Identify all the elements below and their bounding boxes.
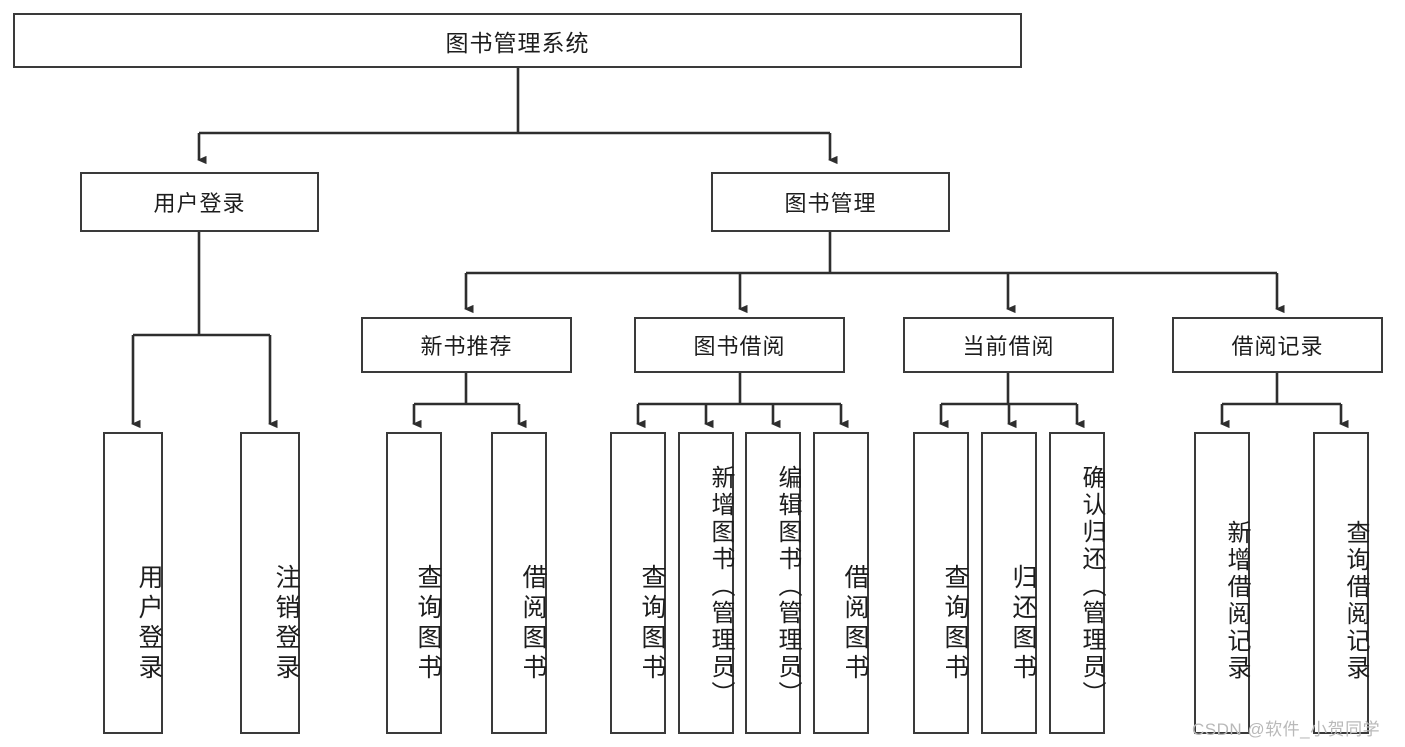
node-current-borrow[interactable]: 当前借阅 <box>903 317 1114 373</box>
leaf-new-book-borrow-books[interactable]: 借阅图书 <box>491 432 547 734</box>
leaf-book-borrow-add-book-admin[interactable]: 新增图书（管理员） <box>678 432 734 734</box>
leaf-book-borrow-edit-book-admin[interactable]: 编辑图书（管理员） <box>745 432 801 734</box>
node-book-borrow[interactable]: 图书借阅 <box>634 317 845 373</box>
leaf-book-borrow-borrow-books[interactable]: 借阅图书 <box>813 432 869 734</box>
leaf-current-borrow-confirm-return-admin[interactable]: 确认归还（管理员） <box>1049 432 1105 734</box>
csdn-watermark: CSDN @软件_小贺同学 <box>1192 720 1381 739</box>
leaf-current-borrow-query-books[interactable]: 查询图书 <box>913 432 969 734</box>
leaf-user-login-login[interactable]: 用户登录 <box>103 432 163 734</box>
node-new-book-recommend[interactable]: 新书推荐 <box>361 317 572 373</box>
leaf-current-borrow-return-books[interactable]: 归还图书 <box>981 432 1037 734</box>
leaf-book-borrow-query-books[interactable]: 查询图书 <box>610 432 666 734</box>
node-borrow-record[interactable]: 借阅记录 <box>1172 317 1383 373</box>
leaf-new-book-query-books[interactable]: 查询图书 <box>386 432 442 734</box>
node-user-login[interactable]: 用户登录 <box>80 172 319 232</box>
node-book-management[interactable]: 图书管理 <box>711 172 950 232</box>
leaf-borrow-record-add-record[interactable]: 新增借阅记录 <box>1194 432 1250 734</box>
node-root-system[interactable]: 图书管理系统 <box>13 13 1022 68</box>
leaf-user-login-logout[interactable]: 注销登录 <box>240 432 300 734</box>
leaf-borrow-record-query-record[interactable]: 查询借阅记录 <box>1313 432 1369 734</box>
